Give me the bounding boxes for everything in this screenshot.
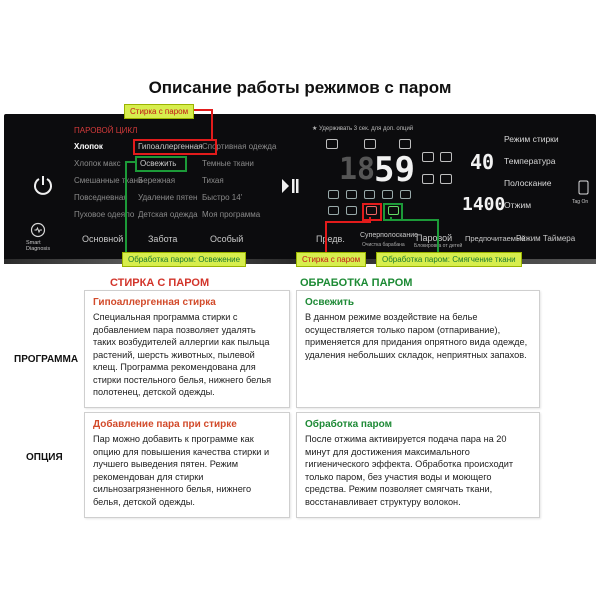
program-mixed[interactable]: Смешанные ткани <box>74 176 143 185</box>
tab-basic[interactable]: Основной <box>82 234 124 244</box>
card-hypoallergenic: Гипоаллергенная стирка Специальная прогр… <box>84 290 290 408</box>
steam-wash-icon <box>366 206 377 215</box>
option-icon-5 <box>400 190 411 199</box>
card-steam-add: Добавление пара при стирке Пар можно доб… <box>84 412 290 518</box>
col-steam-treatment: ОБРАБОТКА ПАРОМ <box>300 277 413 289</box>
program-daily[interactable]: Повседневная <box>74 193 128 202</box>
timer-button[interactable]: Режим Таймера <box>516 234 576 243</box>
drum-clean-sub: Очистка барабана <box>362 242 405 248</box>
program-cotton-max[interactable]: Хлопок макс <box>74 159 121 168</box>
card-heading: Добавление пара при стирке <box>93 419 237 430</box>
tab-special[interactable]: Особый <box>210 234 244 244</box>
lock-hint: ★ Удерживать 3 сек. для доп. опций <box>312 126 414 132</box>
tab-care[interactable]: Забота <box>148 234 178 244</box>
spin-value: 1400 <box>462 194 506 215</box>
temperature-button[interactable]: Температура <box>504 156 556 166</box>
card-body: После отжима активируется подача пара на… <box>305 434 514 507</box>
super-rinse-button[interactable]: Суперполоскание <box>360 232 418 239</box>
rinse-icon <box>399 139 411 149</box>
tag-steam-wash: Стирка с паром <box>124 104 195 119</box>
page-title: Описание работы режимов с паром <box>148 78 452 97</box>
program-sport[interactable]: Спортивная одежда <box>202 142 277 151</box>
program-baby[interactable]: Детская одежда <box>138 210 198 219</box>
option-icon-2 <box>346 190 357 199</box>
option-icon-7 <box>346 206 357 215</box>
program-duvet[interactable]: Пуховое одеяло <box>74 210 135 219</box>
tag-on-label: Tag On <box>572 199 589 205</box>
card-heading: Освежить <box>305 297 355 308</box>
row-program: ПРОГРАММА <box>14 354 79 365</box>
option-icon-6 <box>328 206 339 215</box>
tag-steam-wash-bottom: Стирка с паром <box>296 252 367 267</box>
row-option: ОПЦИЯ <box>26 452 63 463</box>
door-lock-icon <box>326 139 338 149</box>
favorite-button[interactable]: Предпочитаемый <box>465 234 526 243</box>
col-steam-wash: СТИРКА С ПАРОМ <box>110 277 210 289</box>
card-body: Специальная программа стирки с добавлени… <box>93 312 272 397</box>
highlight-hypoallergenic <box>133 139 217 155</box>
card-heading: Гипоаллергенная стирка <box>93 297 216 308</box>
steam-cycle-label: ПАРОВОЙ ЦИКЛ <box>74 126 138 135</box>
start-pause-icon[interactable] <box>280 178 300 194</box>
rinse-button[interactable]: Полоскание <box>504 178 552 188</box>
temperature-value: 40 <box>470 150 495 174</box>
card-body: Пар можно добавить к программе как опцию… <box>93 434 270 507</box>
rinse-icon-a <box>422 174 434 184</box>
program-my[interactable]: Моя программа <box>202 210 261 219</box>
steam-soften-icon <box>388 206 399 215</box>
spin-button[interactable]: Отжим <box>504 200 532 210</box>
card-refresh: Освежить В данном режиме воздействие на … <box>296 290 540 408</box>
display-hours: 18 <box>339 152 376 187</box>
program-refresh[interactable]: Освежить <box>140 159 177 168</box>
display-minutes: 59 <box>374 150 415 190</box>
tag-steam-refresh: Обработка паром: Освежение <box>122 252 247 267</box>
rinse-icon-b <box>440 174 452 184</box>
prewash-button[interactable]: Предв. <box>316 234 345 244</box>
temp-icon-b <box>440 152 452 162</box>
program-hypoallergenic[interactable]: Гипоаллергенная <box>138 142 203 151</box>
power-icon[interactable] <box>32 174 54 196</box>
option-icon-3 <box>364 190 375 199</box>
program-dark[interactable]: Темные ткани <box>202 159 254 168</box>
temp-icon-a <box>422 152 434 162</box>
wash-mode-button[interactable]: Режим стирки <box>504 134 559 144</box>
wash-icon <box>364 139 376 149</box>
program-quick[interactable]: Быстро 14' <box>202 193 243 202</box>
steam-button[interactable]: Паровой <box>416 233 453 243</box>
tag-on-icon[interactable] <box>577 180 591 196</box>
program-stain[interactable]: Удаление пятен <box>138 193 198 202</box>
highlight-soften-icon <box>383 203 403 221</box>
tag-steam-soften: Обработка паром: Смягчение ткани <box>376 252 522 267</box>
highlight-refresh <box>135 156 187 172</box>
card-steam-treatment: Обработка паром После отжима активируетс… <box>296 412 540 518</box>
child-lock-sub: Блокировка от детей <box>414 243 463 249</box>
option-icon-4 <box>382 190 393 199</box>
smart-diagnosis-icon[interactable] <box>30 222 46 238</box>
smart-diagnosis-label: Smart Diagnosis <box>26 240 51 252</box>
program-cotton[interactable]: Хлопок <box>74 142 103 151</box>
option-icon-1 <box>328 190 339 199</box>
card-body: В данном режиме воздействие на белье осу… <box>305 312 528 360</box>
washer-control-panel: ПАРОВОЙ ЦИКЛ Хлопок Хлопок макс Смешанны… <box>4 114 596 264</box>
program-quiet[interactable]: Тихая <box>202 176 224 185</box>
program-delicate[interactable]: Бережная <box>138 176 176 185</box>
highlight-steam-icon <box>362 203 382 221</box>
card-heading: Обработка паром <box>305 419 392 430</box>
